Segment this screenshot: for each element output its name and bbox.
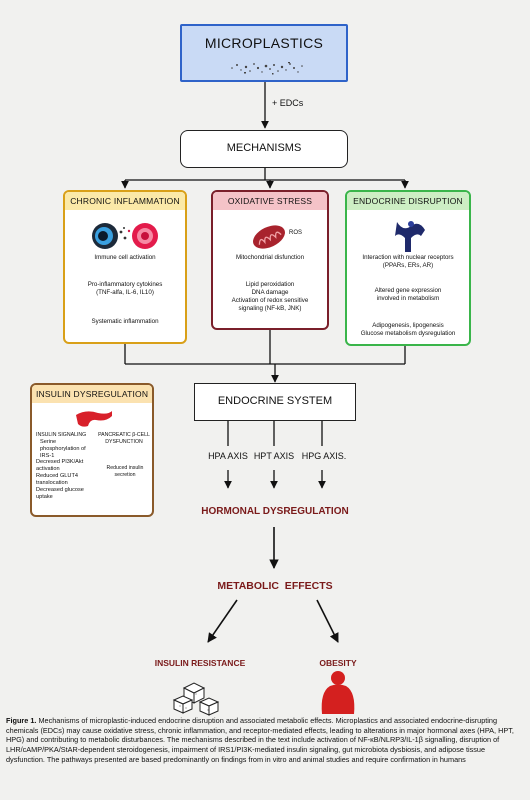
sugar-cubes-icon [172,682,220,716]
redox-activation: Activation of redox sensitive [231,297,309,304]
pro-inflammatory-cytokines: Pro-inflammatory cytokines [87,281,163,288]
caption-text: Mechanisms of microplastic-induced endoc… [6,716,514,764]
endocrine-disruption-title: ENDOCRINE DISRUPTION [347,192,469,210]
pancreas-icon [76,411,112,427]
signaling-item: Decresed PI3K/Akt activation [36,459,84,473]
immune-cells-icon [92,223,158,249]
connector-lines [117,80,409,643]
metabolic-effects: METABOLIC EFFECTS [217,580,333,592]
insulin-signaling-list: Serine phosphorylation of IRS-1 Decresed… [36,439,94,500]
mitochondrial-disfunction: Mitochondrial disfunction [235,254,305,261]
figure-caption: Figure 1. Mechanisms of microplastic-ind… [6,716,524,764]
obesity-label: OBESITY [319,658,357,668]
signaling-item: Serine phosphorylation of IRS-1 [40,439,86,459]
oxidative-stress-title: OXIDATIVE STRESS [213,192,327,210]
pancreatic-title: PANCREATIC β-CELL DYSFUNCTION [98,432,150,445]
involved-in-metabolism: involved in metabolism [376,295,440,302]
hpg-axis: HPG AXIS. [301,451,347,461]
microplastics-box: MICROPLASTICS [180,24,348,82]
mitochondria-icon [253,225,285,249]
obesity-person-icon [321,671,355,714]
chronic-inflammation-title: CHRONIC INFLAMMATION [65,192,185,210]
insulin-resistance-label: INSULIN RESISTANCE [154,658,246,668]
insulin-dysregulation-box: INSULIN DYSREGULATION INSULIN SIGNALING … [30,383,154,517]
mechanisms-title: MECHANISMS [226,142,302,154]
hormonal-dysregulation: HORMONAL DYSREGULATION [201,506,349,517]
caption-label: Figure 1. [6,716,37,725]
edcs-label: + EDCs [272,98,304,108]
adipogenesis: Adipogenesis, lipogenesis [372,322,444,329]
dna-damage: DNA damage [251,289,289,296]
endocrine-system-box: ENDOCRINE SYSTEM [194,383,356,421]
particles-icon [231,62,303,75]
hpt-axis: HPT AXIS [253,451,295,461]
cytokines-list: (TNF-alfa, IL-6, IL10) [96,289,154,296]
signaling-item: Reduced GLUT4 translocation [36,473,78,486]
altered-gene-expression: Altered gene expression [374,287,442,294]
glucose-dysregulation: Glucose metabolism dysregulation [360,330,456,337]
endocrine-disruption-box: ENDOCRINE DISRUPTION Interaction with nu… [345,190,471,346]
lipid-peroxidation: Lipid peroxidation [245,281,295,288]
ros-label: ROS [289,230,303,236]
endocrine-system-title: ENDOCRINE SYSTEM [217,395,333,407]
mechanisms-box: MECHANISMS [180,130,348,168]
insulin-dysregulation-title: INSULIN DYSREGULATION [32,385,152,403]
reduced-insulin-secretion: Reduced insulin secretion [106,465,144,478]
redox-signaling: signaling (NF-kB, JNK) [238,305,302,312]
hpa-axis: HPA AXIS [208,451,248,461]
nuclear-receptors: Interaction with nuclear receptors [362,254,454,261]
signaling-item: Decreased glucose uptake [36,486,84,500]
receptor-list: (PPARs, ERs, AR) [382,262,434,269]
receptor-icon [395,221,425,252]
systematic-inflammation: Systematic inflammation [91,318,159,325]
microplastics-title: MICROPLASTICS [204,35,324,51]
oxidative-stress-box: OXIDATIVE STRESS ROS Mitochondrial disfu… [211,190,329,330]
chronic-inflammation-box: CHRONIC INFLAMMATION Immune cell activat… [63,190,187,344]
immune-cell-activation: Immune cell activation [94,254,156,261]
insulin-signaling-title: INSULIN SIGNALING [36,432,87,438]
